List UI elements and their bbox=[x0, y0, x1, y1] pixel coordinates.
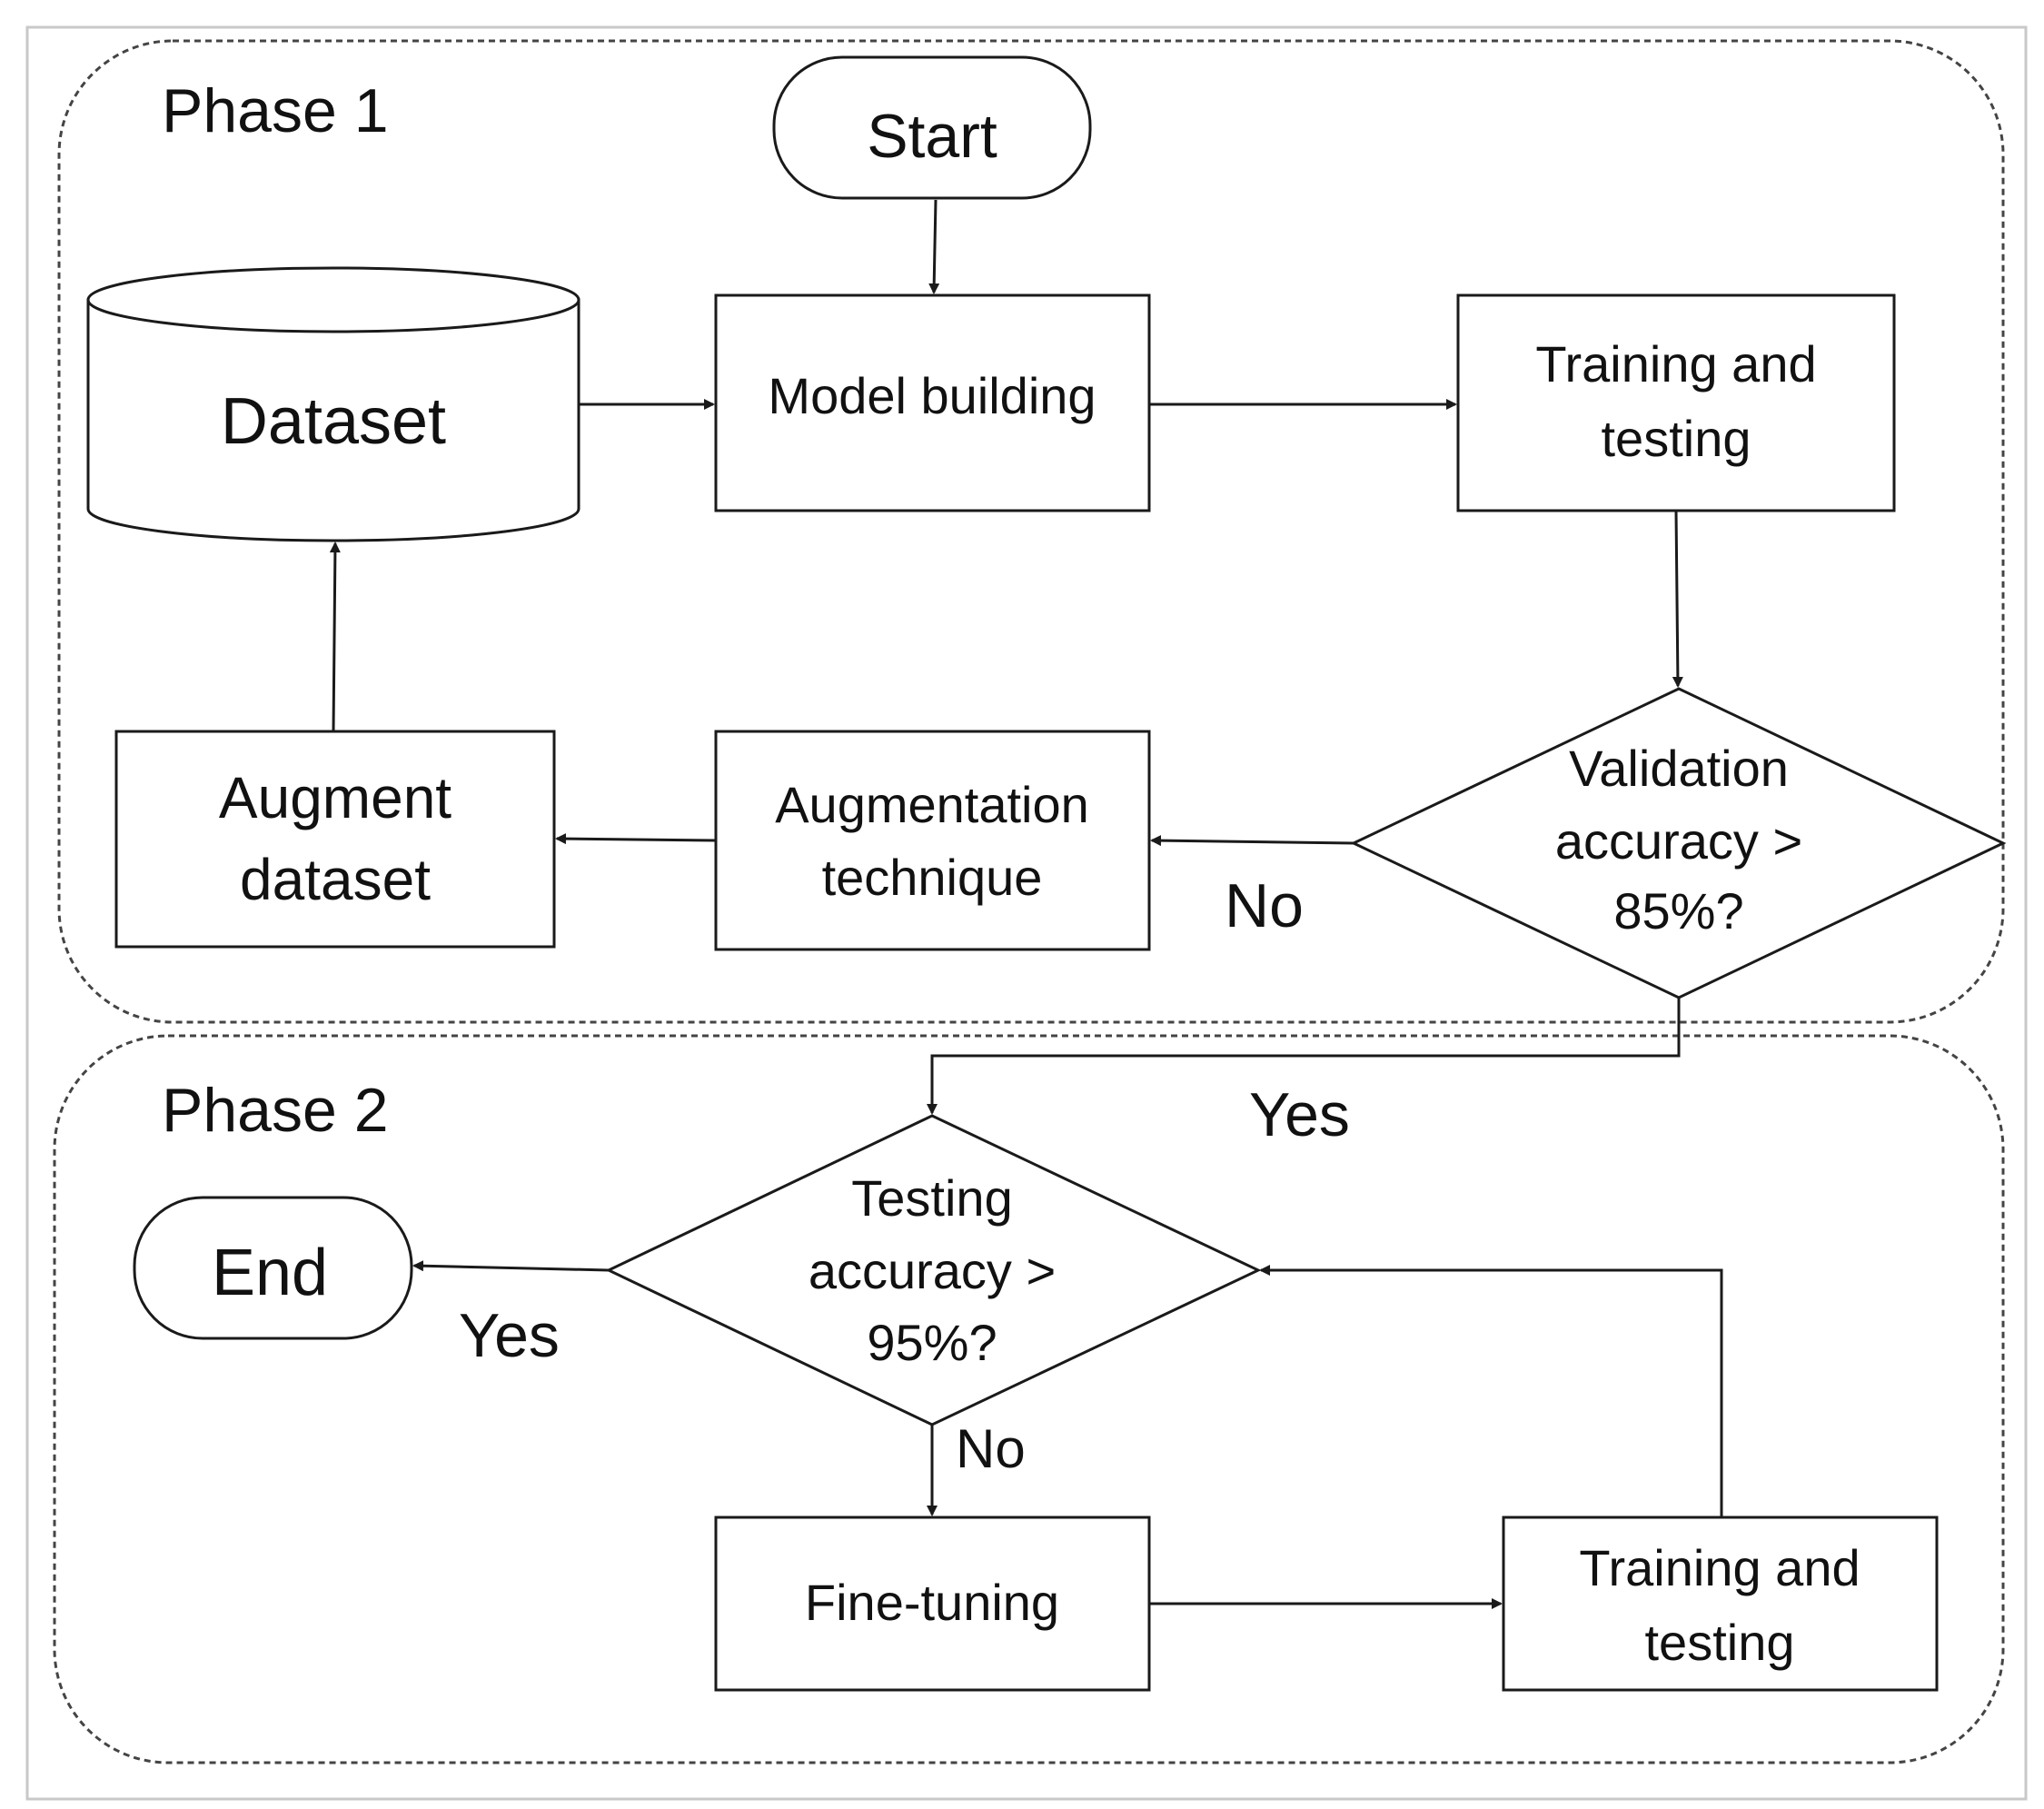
arrow-validation-to-testing-decision bbox=[927, 998, 1681, 1115]
arrow-augmentation-to-augment-dataset bbox=[555, 833, 717, 845]
phase-1-label: Phase 1 bbox=[162, 76, 389, 145]
augment-dataset-line-1: Augment bbox=[219, 765, 451, 830]
testing-yes-label: Yes bbox=[459, 1301, 560, 1370]
model-building-box bbox=[714, 293, 1151, 512]
arrow-training-to-validation bbox=[1672, 510, 1683, 688]
augmentation-technique-line-2: technique bbox=[822, 849, 1043, 906]
arrow-start-to-model-building bbox=[928, 199, 940, 294]
end-label: End bbox=[212, 1237, 328, 1309]
training-testing-1-line-2: testing bbox=[1602, 410, 1751, 467]
start-label: Start bbox=[867, 102, 997, 171]
validation-decision-line-3: 85%? bbox=[1613, 882, 1743, 939]
validation-no-label: No bbox=[1225, 871, 1304, 940]
arrow-augment-dataset-to-dataset bbox=[329, 542, 341, 732]
testing-no-label: No bbox=[956, 1418, 1026, 1479]
testing-decision-line-1: Testing bbox=[851, 1169, 1012, 1227]
training-testing-box-1 bbox=[1456, 293, 1896, 512]
validation-decision-line-1: Validation bbox=[1569, 740, 1789, 797]
training-testing-2-line-1: Training and bbox=[1579, 1539, 1860, 1596]
fine-tuning-box bbox=[714, 1516, 1151, 1692]
validation-yes-label: Yes bbox=[1249, 1080, 1350, 1149]
training-testing-1-line-1: Training and bbox=[1535, 335, 1816, 393]
augment-dataset-box bbox=[114, 730, 556, 949]
testing-decision-line-3: 95%? bbox=[867, 1314, 997, 1371]
testing-decision-line-2: accuracy > bbox=[809, 1242, 1056, 1299]
augmentation-technique-line-1: Augmentation bbox=[775, 776, 1089, 833]
arrow-training-to-testing-decision bbox=[1259, 1265, 1723, 1517]
phase-2-label: Phase 2 bbox=[162, 1076, 389, 1145]
augment-dataset-line-2: dataset bbox=[240, 847, 431, 912]
training-testing-2-line-2: testing bbox=[1645, 1614, 1795, 1671]
training-testing-box-2 bbox=[1502, 1516, 1939, 1692]
phase-2-container bbox=[53, 1034, 2005, 1764]
dataset-label: Dataset bbox=[221, 385, 446, 458]
augmentation-technique-box bbox=[714, 730, 1151, 951]
arrow-validation-to-augmentation bbox=[1150, 835, 1354, 847]
dataset-cylinder bbox=[86, 266, 580, 542]
validation-decision-line-2: accuracy > bbox=[1555, 812, 1802, 870]
fine-tuning-label: Fine-tuning bbox=[805, 1574, 1059, 1631]
arrow-testing-decision-to-end bbox=[412, 1260, 610, 1272]
phase-1-container bbox=[57, 39, 2005, 1024]
start-terminator bbox=[772, 55, 1092, 200]
end-terminator bbox=[133, 1196, 413, 1340]
model-building-label: Model building bbox=[768, 367, 1096, 424]
